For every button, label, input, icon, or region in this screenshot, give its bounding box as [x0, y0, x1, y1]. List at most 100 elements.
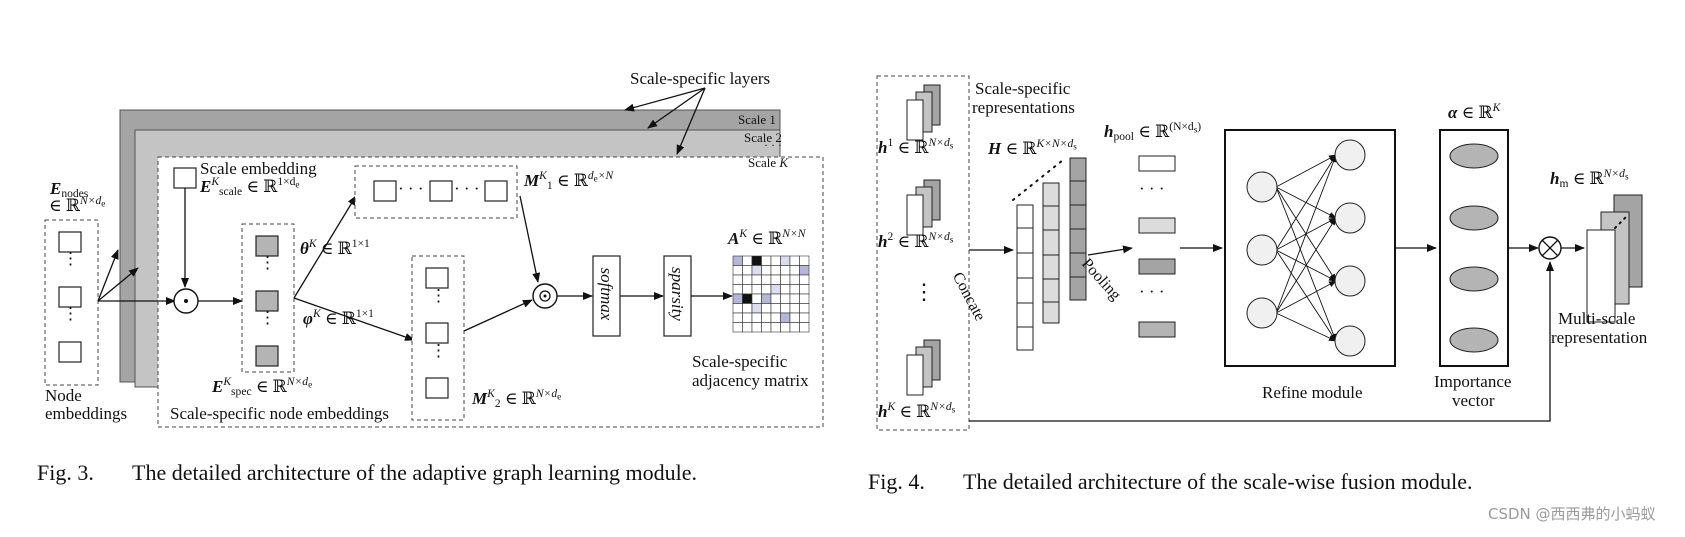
scale-embedding-square [173, 167, 197, 189]
h2-stack [906, 179, 941, 236]
hadamard-dot-1 [184, 299, 188, 303]
adjacency-cell [799, 303, 810, 314]
adjacency-cell [789, 255, 800, 266]
adjacency-cell [789, 274, 800, 285]
adjacency-cell [751, 303, 762, 314]
network-edge [1275, 249, 1337, 342]
scale-embedding-label: Scale embedding [200, 159, 317, 178]
adjacency-cell [751, 322, 762, 333]
phi-arrow [293, 297, 415, 341]
adjacency-cell [732, 274, 743, 285]
pooled-vectors [1138, 155, 1176, 338]
node-square [58, 286, 82, 308]
adjacency-cell [789, 284, 800, 295]
adjacency-cell [770, 265, 781, 276]
spec-square [255, 235, 279, 257]
network-neuron [1334, 139, 1366, 171]
hadamard-dot-2 [539, 290, 551, 302]
refine-module-label: Refine module [1262, 383, 1363, 402]
adjacency-cell [742, 322, 753, 333]
adjacency-cell [761, 293, 772, 304]
importance-vector-box [1439, 129, 1509, 367]
node-embeddings-label-2: embeddings [45, 404, 128, 423]
adjacency-cell [732, 284, 743, 295]
network-edge [1275, 154, 1337, 314]
scale-layer-pointers [624, 87, 706, 155]
adjacency-cell [761, 322, 772, 333]
m2-vdots-1: ⋮ [430, 286, 447, 305]
adjacency-cell [770, 303, 781, 314]
node-square [58, 341, 82, 363]
importance-label-1: Importance [1434, 372, 1512, 391]
adjacency-cell [799, 274, 810, 285]
adjacency-cell [761, 303, 772, 314]
fig4-caption-number: Fig. 4. [868, 469, 925, 494]
adjacency-cell [751, 293, 762, 304]
adjacency-cell [751, 265, 762, 276]
hadamard-core-2 [543, 294, 547, 298]
scale-reps-label-1: Scale-specific [975, 79, 1071, 98]
network-edge [1275, 186, 1337, 342]
skip-connection [969, 261, 1554, 422]
h-tensor-dots [1012, 159, 1064, 201]
adjacency-cell [732, 265, 743, 276]
hK-formula: hK ∈ ℝN×ds [878, 400, 956, 421]
e-nodes-symbol: Enodes [50, 179, 89, 201]
h1-stack [906, 84, 941, 141]
network-neuron [1334, 202, 1366, 234]
m2-square [425, 322, 449, 344]
adjacency-cell [789, 303, 800, 314]
adjacency-cell [789, 312, 800, 323]
adjacency-cell [751, 255, 762, 266]
adjacency-cell [799, 265, 810, 276]
adjacency-cell [789, 293, 800, 304]
network-neuron [1334, 325, 1366, 357]
m1-to-product-arrow [519, 195, 541, 283]
m1-square [484, 180, 508, 202]
adjacency-cell [799, 322, 810, 333]
adjacency-cell [742, 274, 753, 285]
adjacency-formula: AK ∈ ℝN×N [728, 227, 806, 248]
adjacency-cell [732, 312, 743, 323]
refine-network [1246, 139, 1366, 357]
scale-dots-label: · · · [764, 138, 782, 152]
adjacency-cell [732, 303, 743, 314]
theta-formula: θK ∈ ℝ1×1 [300, 237, 370, 258]
m1-dots-2: · · · [454, 179, 480, 198]
adjacency-cell [761, 265, 772, 276]
adjacency-cell [761, 274, 772, 285]
network-neuron [1246, 297, 1278, 329]
adjacency-cell [742, 255, 753, 266]
adjacency-cell [780, 255, 791, 266]
importance-weight [1449, 327, 1499, 353]
m2-to-product-arrow [463, 299, 533, 332]
adjacency-cell [761, 255, 772, 266]
scale-2-label: Scale 2 [744, 130, 782, 145]
importance-weight [1449, 205, 1499, 231]
m2-formula: MK2 ∈ ℝN×de [472, 387, 562, 411]
fig4-caption-text: The detailed architecture of the scale-w… [963, 469, 1473, 494]
m1-square [429, 180, 453, 202]
network-edge [1275, 280, 1337, 314]
adjacency-cell [732, 255, 743, 266]
H-formula: H ∈ ℝK×N×ds [988, 137, 1077, 158]
adjacency-cell [742, 303, 753, 314]
multiscale-label-2: representation [1551, 328, 1648, 347]
adjacency-cell [751, 284, 762, 295]
sparsity-label: sparsity [667, 267, 687, 321]
adjacency-cell [732, 322, 743, 333]
m2-square [425, 267, 449, 289]
e-scale-formula: EKscale ∈ ℝ1×de [200, 175, 300, 199]
adjacency-cell [742, 284, 753, 295]
phi-formula: φK ∈ ℝ1×1 [303, 307, 374, 328]
spec-vdots-1: ⋮ [259, 253, 276, 272]
spec-vdots-2: ⋮ [259, 308, 276, 327]
adjacency-cell [799, 255, 810, 266]
adjacency-cell [799, 312, 810, 323]
network-neuron [1334, 265, 1366, 297]
adjacency-cell [742, 293, 753, 304]
e-spec-formula: EKspec ∈ ℝN×de [212, 375, 313, 399]
h2-formula: h2 ∈ ℝN×ds [878, 230, 954, 251]
adjacency-cell [780, 303, 791, 314]
